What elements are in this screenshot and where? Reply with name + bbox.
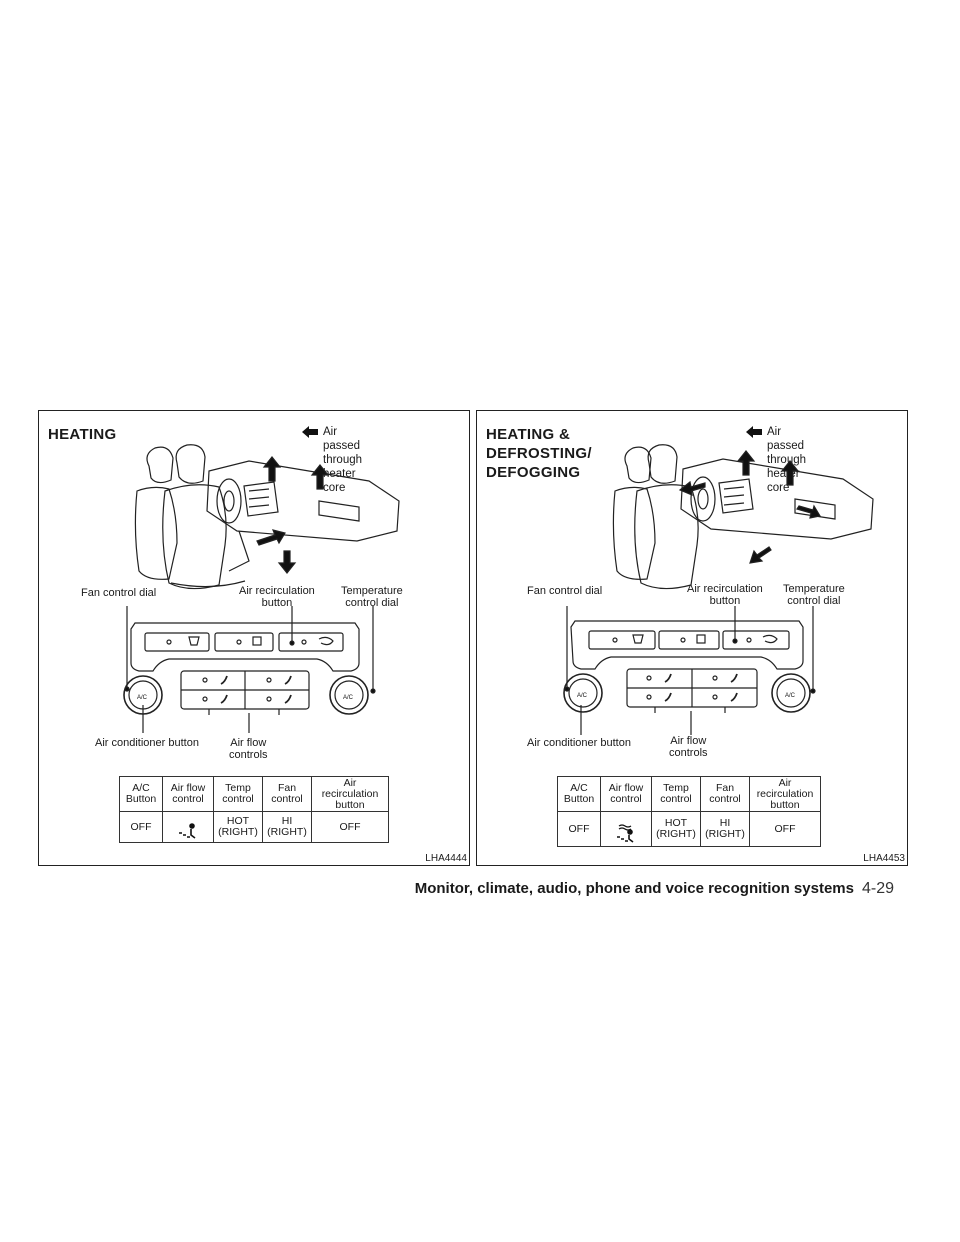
table-header-cell: Air recirculation button: [749, 776, 821, 812]
table-header-cell: Air flow control: [600, 776, 652, 812]
temp-dial-label: A/C: [343, 695, 354, 701]
figure-heating-defrosting: HEATING & DEFROSTING/ DEFOGGING Air pass…: [476, 410, 908, 866]
table-cell: OFF: [311, 811, 389, 843]
vehicle-interior-illustration: A/C A/C: [123, 444, 400, 733]
table-header-cell: Temp control: [651, 776, 701, 812]
table-row: OFF HOT (RIGHT) HI (RIGHT) OFF: [557, 811, 821, 847]
table-cell: OFF: [119, 811, 163, 843]
fan-control-dial-label: Fan control dial: [527, 585, 603, 597]
temp-dial-label: A/C: [785, 693, 796, 699]
table-row: OFF HOT (RIGHT) HI (RIGHT) OFF: [119, 811, 389, 843]
temperature-control-dial-label: Temperature control dial: [783, 583, 845, 607]
vehicle-interior-illustration: A/C A/C: [563, 444, 874, 735]
table-cell: HI (RIGHT): [262, 811, 312, 843]
table-cell: HI (RIGHT): [700, 811, 750, 847]
table-cell: OFF: [557, 811, 601, 847]
table-cell: HOT (RIGHT): [213, 811, 263, 843]
table-cell: OFF: [749, 811, 821, 847]
air-flow-controls-label: Air flow controls: [229, 737, 268, 761]
floor-vent-icon: [179, 823, 196, 839]
figure-code: LHA4444: [425, 853, 467, 864]
settings-table: A/C Button Air flow control Temp control…: [119, 776, 389, 843]
floor-defrost-vent-icon: [617, 824, 634, 843]
ac-dial-label: A/C: [137, 695, 148, 701]
temperature-control-dial-label: Temperature control dial: [341, 585, 403, 609]
air-flow-controls-label: Air flow controls: [669, 735, 708, 759]
figure-title: HEATING & DEFROSTING/ DEFOGGING: [486, 426, 592, 481]
table-header-row: A/C Button Air flow control Temp control…: [119, 776, 389, 812]
air-conditioner-button-label: Air conditioner button: [527, 737, 631, 749]
table-header-cell: A/C Button: [557, 776, 601, 812]
table-header-row: A/C Button Air flow control Temp control…: [557, 776, 821, 812]
figure-code: LHA4453: [863, 853, 905, 864]
table-header-cell: Air flow control: [162, 776, 214, 812]
air-conditioner-button-label: Air conditioner button: [95, 737, 199, 749]
page-footer: Monitor, climate, audio, phone and voice…: [415, 880, 894, 900]
heated-air-arrow-icon: [302, 426, 318, 438]
figure-heating: HEATING Air passed through heater core: [38, 410, 470, 866]
table-cell: HOT (RIGHT): [651, 811, 701, 847]
section-title: Monitor, climate, audio, phone and voice…: [414, 880, 854, 897]
fan-control-dial-label: Fan control dial: [81, 587, 157, 599]
table-header-cell: Air recirculation button: [311, 776, 389, 812]
table-header-cell: Fan control: [700, 776, 750, 812]
figure-title: HEATING: [48, 426, 117, 443]
table-header-cell: Fan control: [262, 776, 312, 812]
table-header-cell: A/C Button: [119, 776, 163, 812]
air-recirculation-button-label: Air recirculation button: [687, 583, 763, 607]
heated-air-arrow-icon: [746, 426, 762, 438]
ac-dial-label: A/C: [577, 693, 588, 699]
table-header-cell: Temp control: [213, 776, 263, 812]
air-recirculation-button-label: Air recirculation button: [239, 585, 315, 609]
settings-table: A/C Button Air flow control Temp control…: [557, 776, 821, 847]
table-cell: [162, 811, 214, 843]
table-cell: [600, 811, 652, 847]
page-number: 4-29: [861, 880, 894, 897]
